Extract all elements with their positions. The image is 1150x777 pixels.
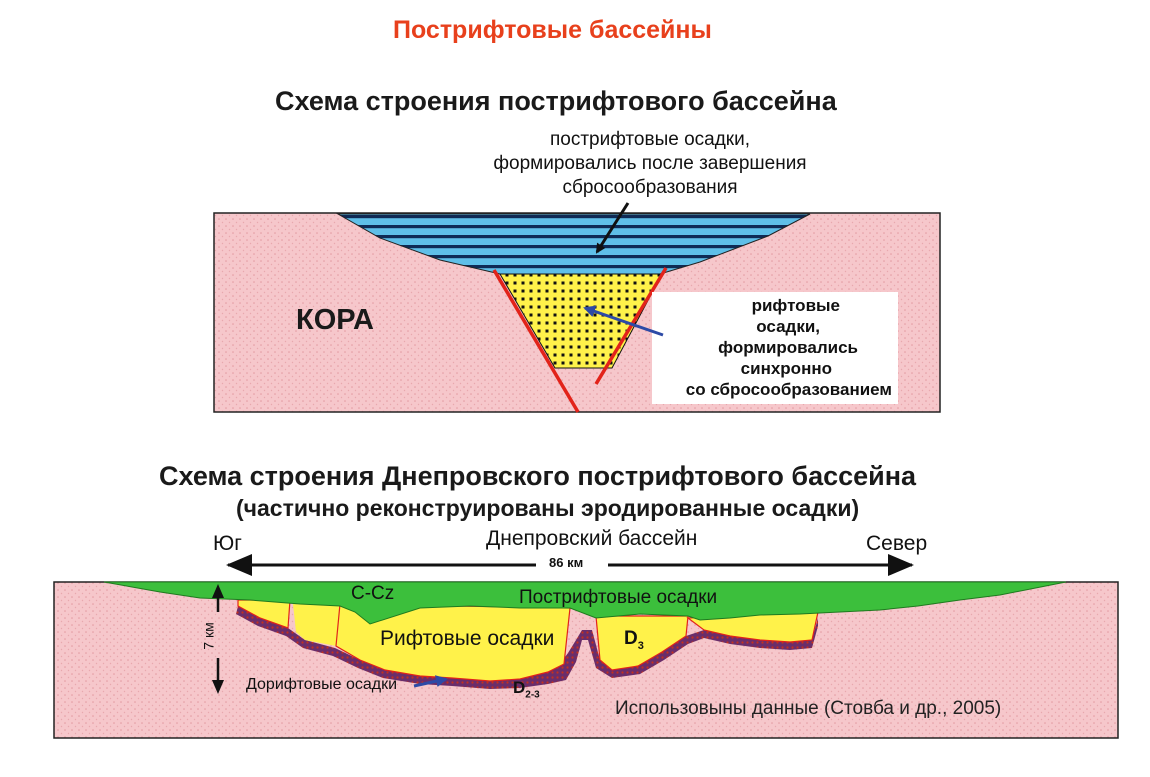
- rift-label-line-5: со сбросообразованием: [685, 380, 892, 399]
- postrift-label-line-3: сбросообразования: [562, 177, 738, 198]
- rift-pocket-2: [293, 604, 340, 646]
- page-title: Пострифтовые бассейны: [393, 16, 712, 44]
- distance-arrow-left-head: [226, 554, 252, 576]
- scheme1-postrift-label: пострифтовые осадки, формировались после…: [420, 128, 880, 200]
- rift-label-line-4: синхронно: [740, 359, 832, 378]
- d3-label: D3: [624, 628, 644, 652]
- ccz-label: C-Cz: [351, 583, 395, 604]
- depth-label: 7 км: [200, 622, 217, 650]
- distance-arrow-right-head: [888, 554, 914, 576]
- fault-right: [594, 267, 668, 385]
- distance-label-bg: [536, 553, 608, 575]
- postrift-label-line-2: формировались после завершения: [493, 153, 807, 174]
- d23-letter: D: [513, 678, 526, 697]
- postrift-label-line-1: пострифтовые осадки,: [549, 129, 751, 150]
- d23-subscript: 2-3: [525, 689, 540, 701]
- rift-pocket-main: [335, 603, 571, 682]
- d23-label: D2-3: [513, 678, 540, 700]
- depth-arrow-bottom-head: [212, 680, 224, 694]
- postrift-green-label: Пострифтовые осадки: [519, 587, 718, 608]
- d3-letter: D: [624, 628, 638, 649]
- rift-pointer-arrow: [583, 305, 664, 337]
- depth-arrow-top-head: [212, 584, 224, 598]
- scheme1-diagram: [213, 202, 941, 413]
- rift-pocket-d3: [595, 615, 689, 671]
- basin-label: Днепровский бассейн: [486, 527, 698, 550]
- postrift-pointer-arrow: [595, 202, 630, 254]
- scheme2-title: Схема строения Днепровского пострифтовог…: [159, 461, 917, 491]
- scheme1-title: Схема строения пострифтового бассейна: [275, 86, 837, 116]
- rift-main-label: Рифтовые осадки: [380, 627, 555, 650]
- south-label: Юг: [213, 532, 242, 555]
- rift-label-line-2: осадки,: [756, 317, 820, 336]
- rift-label-box: [652, 292, 898, 404]
- scheme2-subtitle: (частично реконструированы эродированные…: [236, 495, 860, 521]
- source-label: Использовыны данные (Стовба и др., 2005): [615, 698, 1002, 719]
- postrift-green-layer: [103, 581, 1067, 625]
- prerift-pointer-arrow: [413, 675, 448, 688]
- prerift-label: Дорифтовые осадки: [246, 676, 398, 693]
- distance-label: 86 км: [549, 555, 584, 570]
- scheme1-rift-label: рифтовые осадки, формировались синхронно…: [652, 295, 892, 400]
- rift-pocket-4: [686, 611, 819, 643]
- depth-label-bg: [205, 612, 231, 658]
- crust-label: КОРА: [296, 304, 374, 336]
- north-label: Север: [866, 532, 928, 555]
- rift-label-line-3: формировались: [718, 338, 858, 357]
- d3-subscript: 3: [637, 639, 644, 652]
- scheme2-diagram: [53, 553, 1119, 739]
- fault-left: [492, 269, 580, 413]
- rift-label-line-1: рифтовые: [751, 296, 840, 315]
